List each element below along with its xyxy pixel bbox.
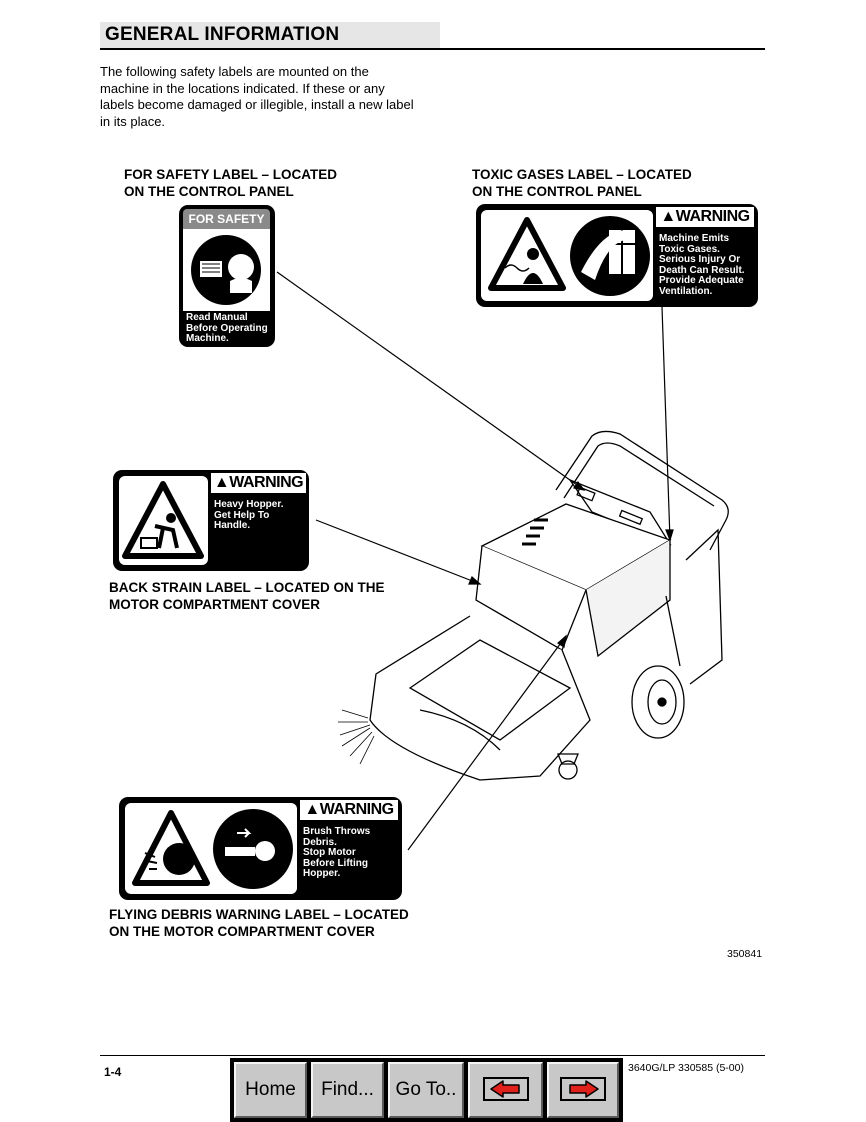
next-page-button[interactable]: [547, 1062, 619, 1118]
for-safety-pictogram: [183, 229, 270, 311]
document-reference: 3640G/LP 330585 (5-00): [628, 1062, 744, 1074]
sweeper-machine-illustration: [338, 430, 729, 781]
caption-for-safety: FOR SAFETY LABEL – LOCATED ON THE CONTRO…: [124, 167, 338, 199]
home-button[interactable]: Home: [234, 1062, 307, 1118]
next-arrow-frame: [560, 1077, 606, 1101]
toxic-gases-label: ▲WARNING Machine Emits Toxic Gases. Seri…: [476, 204, 758, 307]
find-button[interactable]: Find...: [311, 1062, 384, 1118]
flying-debris-label-text: Brush Throws Debris. Stop Motor Before L…: [303, 826, 371, 880]
navigation-bar: Home Find... Go To..: [230, 1058, 623, 1122]
for-safety-label-header: FOR SAFETY: [183, 209, 270, 229]
page-title: GENERAL INFORMATION: [105, 24, 340, 45]
footer-rule: [100, 1055, 765, 1056]
right-arrow-icon: [569, 1080, 599, 1098]
figure-number: 350841: [727, 948, 763, 960]
toxic-gases-pictogram: [481, 210, 653, 301]
caption-flying-debris: FLYING DEBRIS WARNING LABEL – LOCATED ON…: [109, 907, 409, 939]
flying-debris-label: ▲WARNING Brush Throws Debris. Stop Motor…: [119, 797, 402, 900]
toxic-gases-label-text: Machine Emits Toxic Gases. Serious Injur…: [659, 233, 745, 297]
flying-debris-icon: [132, 810, 210, 886]
previous-arrow-frame: [482, 1077, 529, 1101]
flying-debris-warning-header: ▲WARNING: [300, 800, 398, 820]
ventilation-icon: [570, 216, 650, 296]
page-number: 1-4: [104, 1065, 122, 1079]
read-manual-icon: [191, 235, 261, 305]
back-strain-pictogram: [119, 476, 208, 565]
for-safety-label-text: Read Manual Before Operating Machine.: [186, 312, 268, 345]
toxic-gases-warning-header: ▲WARNING: [656, 207, 754, 227]
back-strain-label-text: Heavy Hopper. Get Help To Handle.: [214, 499, 284, 532]
back-strain-icon: [122, 481, 204, 559]
goto-button[interactable]: Go To..: [388, 1062, 464, 1118]
flying-debris-pictogram: [125, 803, 297, 894]
header-rule: [100, 48, 765, 50]
previous-page-button[interactable]: [468, 1062, 543, 1118]
left-arrow-icon: [489, 1080, 520, 1098]
toxic-gas-warning-icon: [488, 217, 566, 291]
header-bar: [100, 22, 440, 48]
back-strain-warning-header: ▲WARNING: [211, 473, 306, 493]
stop-motor-key-icon: [213, 809, 293, 889]
caption-toxic-gases: TOXIC GASES LABEL – LOCATED ON THE CONTR…: [472, 167, 692, 199]
intro-paragraph: The following safety labels are mounted …: [100, 64, 414, 129]
for-safety-label: FOR SAFETY Read Manual Before Operating …: [179, 205, 275, 347]
back-strain-label: ▲WARNING Heavy Hopper. Get Help To Handl…: [113, 470, 309, 571]
